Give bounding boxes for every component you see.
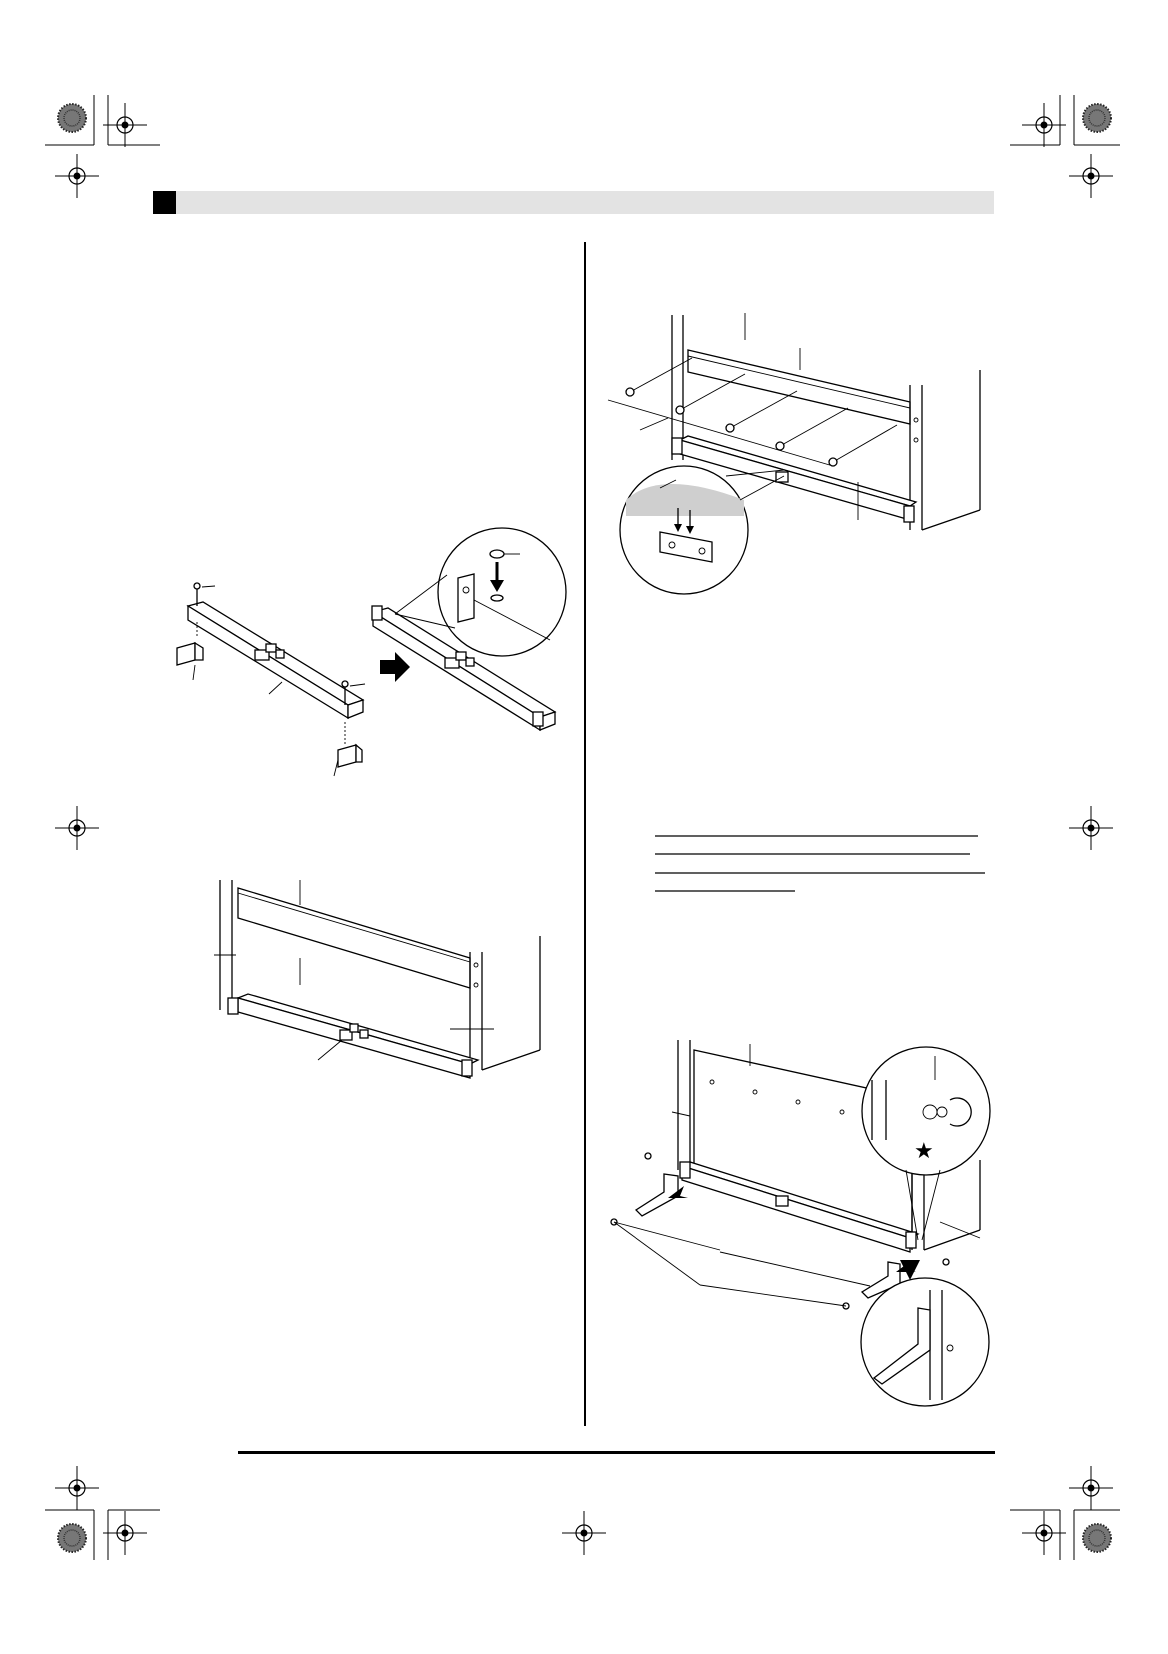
screw-detail-zoom — [394, 527, 567, 657]
footer-rule — [238, 1451, 995, 1454]
section-header-bar — [153, 191, 994, 214]
crossbar-left — [176, 582, 366, 777]
section-number-box — [153, 191, 176, 214]
crossbar-right — [371, 605, 557, 732]
adjuster-detail-zoom — [861, 1046, 991, 1176]
arrow-right-icon — [380, 652, 410, 682]
column-divider — [584, 242, 586, 1426]
star-mark: ★ — [914, 1139, 934, 1164]
